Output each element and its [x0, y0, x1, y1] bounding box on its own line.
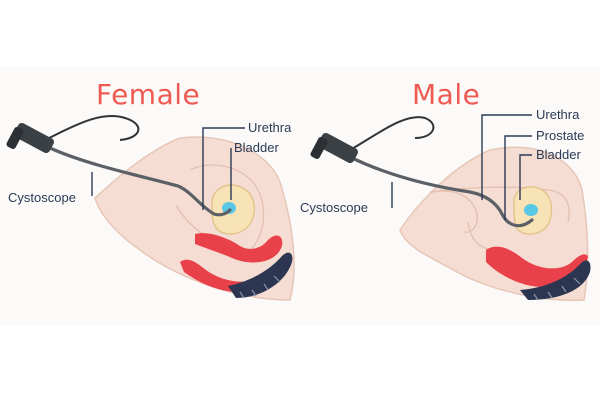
male-cystoscope-label: Cystoscope — [300, 200, 368, 215]
male-prostate-leader — [504, 135, 532, 220]
female-cystoscope-label: Cystoscope — [8, 190, 76, 205]
male-scope-shaft — [350, 156, 534, 228]
male-body-silhouette — [399, 146, 589, 301]
female-urethra-leader — [202, 127, 245, 210]
female-bladder-fluid — [222, 202, 236, 214]
male-bladder-leader — [519, 154, 532, 200]
male-prostate-label: Prostate — [536, 128, 585, 143]
male-scope-eyepiece — [310, 136, 328, 160]
male-urethra-label: Urethra — [536, 107, 580, 122]
male-cystoscope — [310, 116, 534, 228]
female-scope-eyepiece — [6, 126, 24, 150]
male-penis-outline — [431, 190, 478, 233]
female-scope-handle — [13, 122, 55, 154]
female-anatomy — [6, 115, 295, 301]
male-sacrum-lines — [533, 277, 581, 301]
male-scope-cable — [349, 116, 435, 151]
male-contour — [429, 186, 570, 223]
female-contour — [189, 164, 265, 251]
male-bladder-fluid — [524, 204, 538, 216]
female-scope-shaft — [48, 146, 232, 217]
male-anatomy — [310, 114, 591, 301]
male-leader-lines — [391, 114, 532, 220]
female-urethra-label: Urethra — [248, 120, 292, 135]
female-sacrum-lines — [239, 275, 281, 299]
male-scope-handle — [317, 132, 359, 164]
male-title: Male — [412, 78, 481, 111]
female-scope-cable — [44, 115, 140, 141]
male-bladder-label: Bladder — [536, 147, 581, 162]
female-sacrum — [228, 252, 293, 298]
female-uterus — [195, 233, 283, 263]
female-title: Female — [96, 78, 201, 111]
female-leader-lines — [91, 127, 245, 210]
male-sacrum — [520, 260, 591, 300]
female-cystoscope — [6, 115, 232, 217]
male-urethra-leader — [481, 114, 532, 200]
male-rectum — [486, 246, 588, 288]
female-bladder-label: Bladder — [234, 140, 279, 155]
